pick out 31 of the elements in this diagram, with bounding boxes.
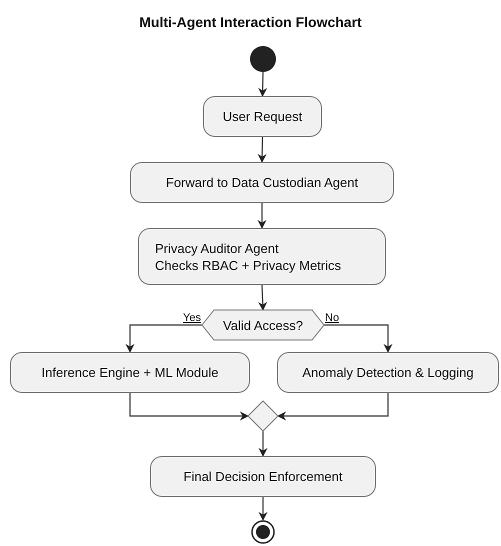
edge-label: No (325, 312, 340, 324)
activity-box (138, 228, 386, 285)
node-text: Checks RBAC + Privacy Metrics (155, 256, 342, 274)
edge-label: Yes (183, 312, 201, 324)
node-text: Valid Access? (223, 316, 303, 334)
arrow (258, 284, 268, 311)
end-dot (251, 520, 275, 544)
arrow (258, 203, 266, 229)
node-text: Privacy Auditor Agent (155, 240, 279, 256)
node-text: Anomaly Detection & Logging (302, 364, 474, 381)
node-text: User Request (222, 108, 302, 125)
arrow (258, 497, 268, 521)
arrow (258, 72, 268, 97)
arrow (258, 136, 267, 163)
merge-diamond (248, 401, 278, 431)
node-text: Final Decision Enforcement (184, 468, 342, 485)
start-dot (250, 46, 276, 72)
arrow (277, 393, 389, 420)
arrow (324, 324, 392, 353)
activity-box (150, 456, 376, 497)
arrow (258, 431, 268, 457)
node-text: Inference Engine + ML Module (42, 364, 218, 381)
arrow (126, 324, 202, 353)
activity-box (203, 96, 322, 137)
activity-box (277, 352, 499, 393)
node-text: Forward to Data Custodian Agent (166, 174, 358, 191)
decision-diamond (202, 310, 324, 340)
arrow (129, 393, 249, 420)
activity-box (10, 352, 250, 393)
activity-box (130, 162, 394, 203)
diagram-title: Multi-Agent Interaction Flowchart (138, 14, 363, 30)
